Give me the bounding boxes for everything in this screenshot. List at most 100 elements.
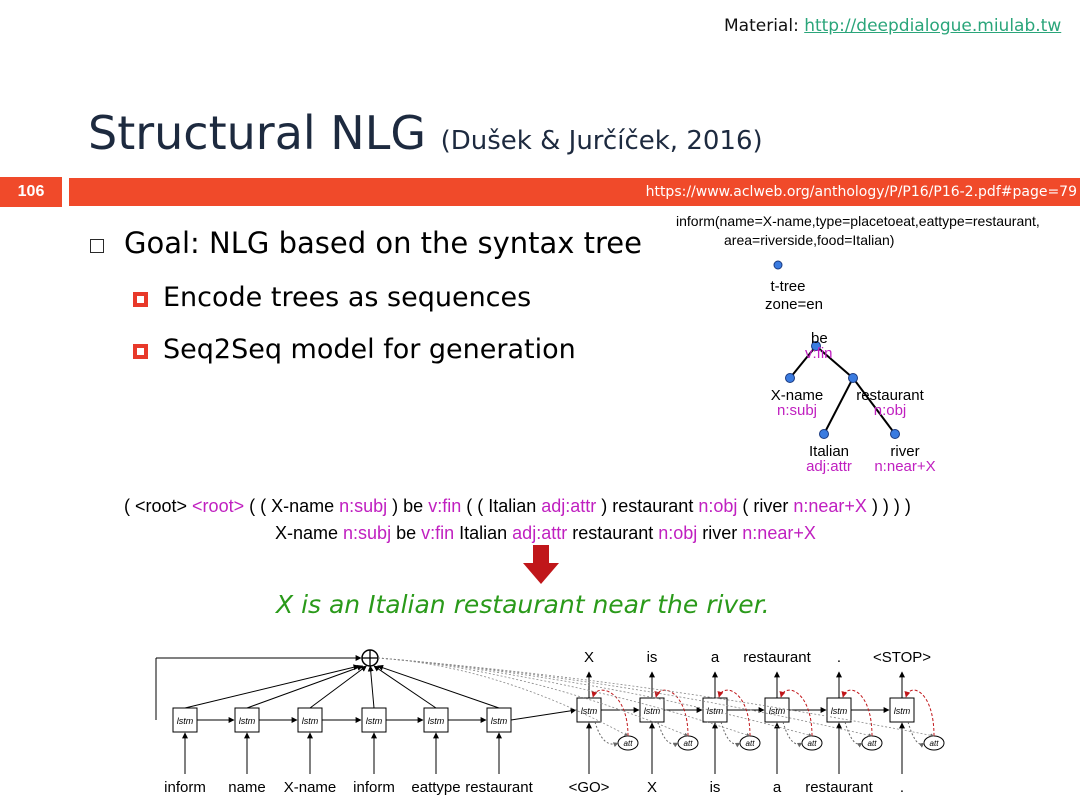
slide-number: 106 <box>0 177 62 207</box>
query-arrow <box>657 721 679 748</box>
label-italian-attr: adj:attr <box>806 458 852 475</box>
edge-be-restaurant <box>815 345 854 379</box>
node-river <box>890 429 900 439</box>
dialogue-act: inform(name=X-name,type=placetoeat,eatty… <box>676 212 1040 250</box>
context-curve <box>377 657 629 737</box>
query-arrow <box>844 721 863 748</box>
sequence-token: adj:attr <box>512 523 568 543</box>
sequence-token: n:subj <box>343 523 392 543</box>
material-note: Material: http://deepdialogue.miulab.tw <box>724 16 1061 36</box>
decoder-lstm-cell <box>576 697 602 723</box>
material-link[interactable]: http://deepdialogue.miulab.tw <box>804 16 1062 36</box>
attention-arrow <box>779 689 813 737</box>
title-text: Structural NLG <box>88 106 426 160</box>
title-citation: (Dušek & Jurčíček, 2016) <box>440 126 763 156</box>
sequence-token: adj:attr <box>541 496 597 516</box>
down-arrow-icon <box>523 545 559 584</box>
encoder-lstm-cell <box>486 707 512 733</box>
encoder-to-decoder-arrow <box>510 707 577 721</box>
edge-restaurant-italian <box>823 377 854 435</box>
attention-arrow <box>591 689 629 737</box>
sub-bullet-1: Encode trees as sequences <box>163 282 532 313</box>
lstm-label: lstm <box>239 716 256 726</box>
label-ttree: t-tree <box>770 278 805 295</box>
encoder-lstm-cell <box>423 707 449 733</box>
sequence-token: ( river <box>737 496 794 516</box>
sequence-token: <root> <box>192 496 245 516</box>
sequence-token: ( ( Italian <box>461 496 542 516</box>
encoder-lstm-cell <box>172 707 198 733</box>
sequence-token: v:fin <box>428 496 462 516</box>
decoder-input-token: <GO> <box>569 779 610 796</box>
context-curve <box>377 657 689 737</box>
sequence-token: v:fin <box>421 523 455 543</box>
decoder-output-token: a <box>711 649 720 666</box>
attention-arrow <box>717 689 751 737</box>
sequence-token: n:obj <box>658 523 698 543</box>
sequence-token: ) ) ) ) <box>866 496 911 516</box>
sub-bullet-icon <box>133 292 148 307</box>
query-arrow <box>720 721 741 748</box>
query-arrow <box>594 721 619 747</box>
context-arrow <box>309 665 367 709</box>
lstm-label: lstm <box>302 716 319 726</box>
sequence-token: n:near+X <box>793 496 867 516</box>
query-arrow <box>907 721 925 748</box>
lstm-label: lstm <box>491 716 508 726</box>
encoder-input-token: restaurant <box>465 779 533 796</box>
decoder-output-token: . <box>837 649 841 666</box>
context-arrow <box>246 665 364 709</box>
edge-be-xname <box>789 345 817 379</box>
context-curve <box>377 657 935 738</box>
lstm-label: lstm <box>366 716 383 726</box>
context-curve <box>377 657 813 737</box>
sub-bullet-icon <box>133 344 148 359</box>
flat-sequence: X-name n:subj be v:fin Italian adj:attr … <box>275 523 816 544</box>
lstm-label: lstm <box>831 706 848 716</box>
decoder-input-token: a <box>773 779 782 796</box>
sequence-token: Italian <box>454 523 513 543</box>
label-zone: zone=en <box>765 296 823 313</box>
tree-nodes <box>773 260 900 439</box>
encoder-lstm-cell <box>297 707 323 733</box>
encoder-input-token: inform <box>353 779 395 796</box>
sequence-token: river <box>697 523 743 543</box>
context-arrow <box>373 665 437 709</box>
sequence-token: n:subj <box>339 496 388 516</box>
decoder-input-token: restaurant <box>805 779 873 796</box>
attention-arrow <box>654 689 689 737</box>
sequence-token: X-name <box>275 523 344 543</box>
context-curve <box>377 657 873 738</box>
material-label: Material: <box>724 16 799 36</box>
att-label: att <box>808 739 818 748</box>
query-arrow <box>782 721 803 748</box>
tree-edges <box>789 345 896 435</box>
slide-title: Structural NLG (Dušek & Jurčíček, 2016) <box>88 106 763 160</box>
node-xname <box>785 373 795 383</box>
node-be <box>811 341 821 351</box>
att-label: att <box>930 739 940 748</box>
source-url[interactable]: https://www.aclweb.org/anthology/P/P16/P… <box>645 184 1077 200</box>
label-be-attr: v:fin <box>805 345 833 362</box>
att-label: att <box>868 739 878 748</box>
encoder-lstm-cell <box>234 707 260 733</box>
decoder-input-token: . <box>900 779 904 796</box>
att-label: att <box>624 739 634 748</box>
sequence-token: ) restaurant <box>596 496 699 516</box>
encoder-input-token: eattype <box>411 779 460 796</box>
bullet-main: Goal: NLG based on the syntax tree <box>124 226 642 260</box>
attention-arrow <box>841 689 873 737</box>
att-label: att <box>746 739 756 748</box>
label-xname: X-name <box>771 387 824 404</box>
decoder-lstm-cell <box>639 697 665 723</box>
label-river-attr: n:near+X <box>874 458 935 475</box>
dialogue-act-line-2: area=riverside,food=Italian) <box>724 232 895 248</box>
sequence-token: ( ( X-name <box>244 496 340 516</box>
lstm-label: lstm <box>894 706 911 716</box>
sequence-token: be <box>391 523 422 543</box>
label-restaurant: restaurant <box>856 387 924 404</box>
sequence-token: <root> <box>135 496 193 516</box>
context-arrow <box>184 664 360 709</box>
sequence-token: n:obj <box>698 496 738 516</box>
label-river: river <box>890 443 919 460</box>
